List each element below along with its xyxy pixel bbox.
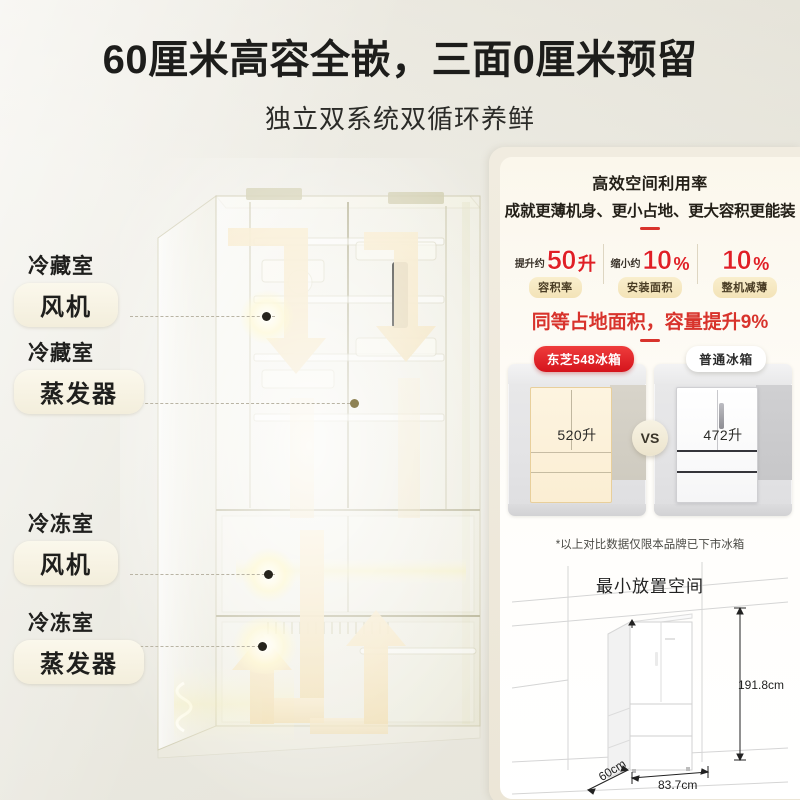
ordinary-volume-label: 472升: [703, 426, 743, 443]
heading-divider-dash: [640, 227, 660, 230]
stat-volume-rate-value: 50: [546, 245, 577, 275]
stats-row: 提升约 50 升 容积率 缩小约 10 % 安装面积: [500, 240, 800, 298]
callout-fridge-fan: 冷藏室 风机: [14, 250, 118, 327]
callout-freezer-evaporator-title: 冷冻室: [28, 612, 94, 635]
stat-install-area-value: 10: [642, 245, 672, 275]
efficiency-heading-secondary: 成就更薄机身、更小占地、更大容积更能装: [504, 203, 796, 220]
comparison-section: 东芝548冰箱 普通冰箱 520升: [500, 346, 800, 531]
stat-thinner-body-number-row: 10 %: [697, 240, 792, 274]
stat-install-area-prefix: 缩小约: [610, 259, 641, 270]
comparison-badge-ordinary: 普通冰箱: [686, 346, 767, 372]
toshiba-box-floor: [508, 503, 646, 516]
transparent-refrigerator-illustration: [120, 158, 540, 798]
anchor-dot-freezer-evaporator: [258, 642, 267, 651]
toshiba-volume-label: 520升: [557, 426, 597, 443]
ordinary-fridge-handle: [718, 402, 724, 429]
toshiba-fridge-divider-1: [531, 451, 612, 453]
dimension-height-value: 191.8cm: [737, 678, 784, 692]
efficiency-heading-primary: 高效空间利用率: [592, 176, 708, 193]
stat-volume-rate: 提升约 50 升 容积率: [508, 240, 603, 298]
stat-thinner-body-unit: %: [753, 254, 770, 274]
callout-freezer-evaporator: 冷冻室 蒸发器: [14, 607, 144, 684]
stat-install-area: 缩小约 10 % 安装面积: [602, 240, 698, 298]
comparison-footnote: *以上对比数据仅限本品牌已下市冰箱: [555, 539, 745, 551]
claim-divider-dash: [640, 339, 660, 342]
anchor-dot-fridge-evaporator: [350, 399, 359, 408]
illustration-glow: [120, 158, 540, 798]
ordinary-fridge-divider-1: [677, 450, 758, 453]
anchor-dot-fridge-fan: [262, 312, 271, 321]
ordinary-fridge-silhouette: [676, 386, 759, 503]
ordinary-box-wall: [756, 385, 792, 480]
dimension-diagram-title: 最小放置空间: [596, 577, 704, 596]
ordinary-box-floor: [654, 503, 792, 516]
dimension-diagram-svg: [512, 562, 788, 795]
comparison-box-ordinary: 472升: [654, 364, 792, 516]
dimension-diagram: 最小放置空间: [512, 556, 788, 800]
stat-volume-rate-prefix: 提升约: [514, 259, 545, 270]
callout-fridge-fan-title: 冷藏室: [28, 255, 94, 278]
comparison-badge-toshiba: 东芝548冰箱: [533, 346, 635, 372]
ordinary-fridge-divider-2: [677, 471, 758, 474]
anchor-dot-freezer-fan: [264, 570, 273, 579]
stat-thinner-body-value: 10: [722, 245, 752, 275]
stat-thinner-body-tag: 整机减薄: [712, 277, 777, 298]
stat-volume-rate-tag: 容积率: [529, 277, 582, 298]
callout-freezer-fan-pill: 风机: [14, 541, 118, 585]
leader-line-fridge-evaporator: [130, 403, 355, 404]
callout-freezer-fan: 冷冻室 风机: [14, 508, 118, 585]
header: 60厘米高容全嵌，三面0厘米预留 独立双系统双循环养鲜: [0, 0, 800, 136]
comparison-badges: 东芝548冰箱 普通冰箱: [508, 346, 792, 372]
leader-line-fridge-fan: [130, 316, 275, 317]
toshiba-fridge-divider-2: [531, 472, 612, 474]
callout-freezer-evaporator-pill: 蒸发器: [14, 640, 144, 684]
callout-fridge-fan-pill: 风机: [14, 283, 118, 327]
stat-volume-rate-number-row: 提升约 50 升: [508, 240, 603, 274]
leader-line-freezer-evaporator: [130, 646, 265, 647]
ordinary-fridge-door-split: [717, 390, 719, 451]
callout-fridge-evaporator-title: 冷藏室: [28, 342, 94, 365]
stat-thinner-body: 10 % 整机减薄: [697, 240, 792, 298]
stat-install-area-tag: 安装面积: [618, 277, 682, 298]
toshiba-fridge-silhouette: [530, 386, 613, 503]
efficiency-claim: 同等占地面积，容量提升9%: [531, 312, 769, 333]
callout-freezer-fan-title: 冷冻室: [28, 513, 94, 536]
dimension-width-value: 83.7cm: [658, 778, 698, 792]
efficiency-panel: 高效空间利用率 成就更薄机身、更小占地、更大容积更能装 提升约 50 升 容积率…: [489, 147, 800, 800]
efficiency-panel-header: 高效空间利用率 成就更薄机身、更小占地、更大容积更能装: [500, 157, 800, 230]
leader-line-freezer-fan: [130, 574, 275, 575]
comparison-box-toshiba: 520升: [508, 364, 646, 516]
stat-volume-rate-unit: 升: [577, 254, 596, 274]
page-subtitle: 独立双系统双循环养鲜: [264, 104, 535, 134]
stat-install-area-number-row: 缩小约 10 %: [603, 240, 698, 274]
stat-install-area-unit: %: [673, 254, 690, 274]
toshiba-fridge-door-split: [571, 390, 573, 451]
page-title: 60厘米高容全嵌，三面0厘米预留: [102, 38, 698, 82]
callout-fridge-evaporator: 冷藏室 蒸发器: [14, 337, 144, 414]
callout-fridge-evaporator-pill: 蒸发器: [14, 370, 144, 414]
efficiency-panel-inner: 高效空间利用率 成就更薄机身、更小占地、更大容积更能装 提升约 50 升 容积率…: [500, 157, 800, 799]
vs-badge: VS: [632, 420, 668, 456]
comparison-boxes: 520升 472升: [508, 364, 792, 516]
